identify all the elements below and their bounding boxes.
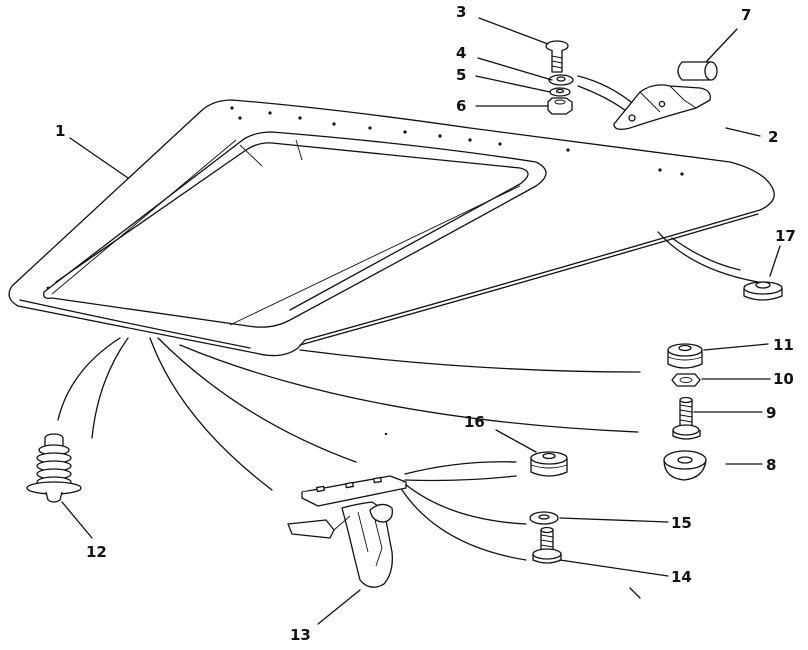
spring-buffer xyxy=(26,433,82,503)
callout-labels: 1 2 3 4 5 6 7 8 9 10 11 12 13 14 15 16 1… xyxy=(55,3,796,644)
callout-14: 14 xyxy=(671,568,692,586)
bolt-9 xyxy=(672,396,701,440)
callout-leaders xyxy=(61,17,781,625)
hood-latch xyxy=(287,475,407,588)
callout-8: 8 xyxy=(766,456,776,474)
spring-washer xyxy=(549,87,571,97)
washer-15 xyxy=(529,511,559,525)
callout-5: 5 xyxy=(456,66,466,84)
callout-10: 10 xyxy=(773,370,794,388)
callout-4: 4 xyxy=(456,44,466,62)
rubber-buffer xyxy=(743,281,783,301)
callout-12: 12 xyxy=(86,543,107,561)
grommet-11 xyxy=(667,343,703,369)
callout-1: 1 xyxy=(55,122,65,140)
hex-nut-top xyxy=(547,97,573,115)
grommet-16 xyxy=(530,451,568,477)
hex-nut-10 xyxy=(671,373,701,387)
callout-15: 15 xyxy=(671,514,692,532)
hood-panel xyxy=(8,99,775,357)
callout-7: 7 xyxy=(741,6,751,24)
socket-8 xyxy=(663,450,707,481)
callout-3: 3 xyxy=(456,3,466,21)
callout-2: 2 xyxy=(768,128,778,146)
callout-11: 11 xyxy=(773,336,794,354)
assembly-lines xyxy=(57,75,759,561)
hinge-bracket xyxy=(613,84,711,130)
screw-14 xyxy=(532,526,562,564)
pivot-pin xyxy=(677,61,718,81)
callout-17: 17 xyxy=(775,227,796,245)
callout-6: 6 xyxy=(456,97,466,115)
countersunk-screw xyxy=(545,40,569,73)
callout-9: 9 xyxy=(766,404,776,422)
callout-13: 13 xyxy=(290,626,311,644)
flat-washer xyxy=(548,74,574,86)
callout-16: 16 xyxy=(464,413,485,431)
